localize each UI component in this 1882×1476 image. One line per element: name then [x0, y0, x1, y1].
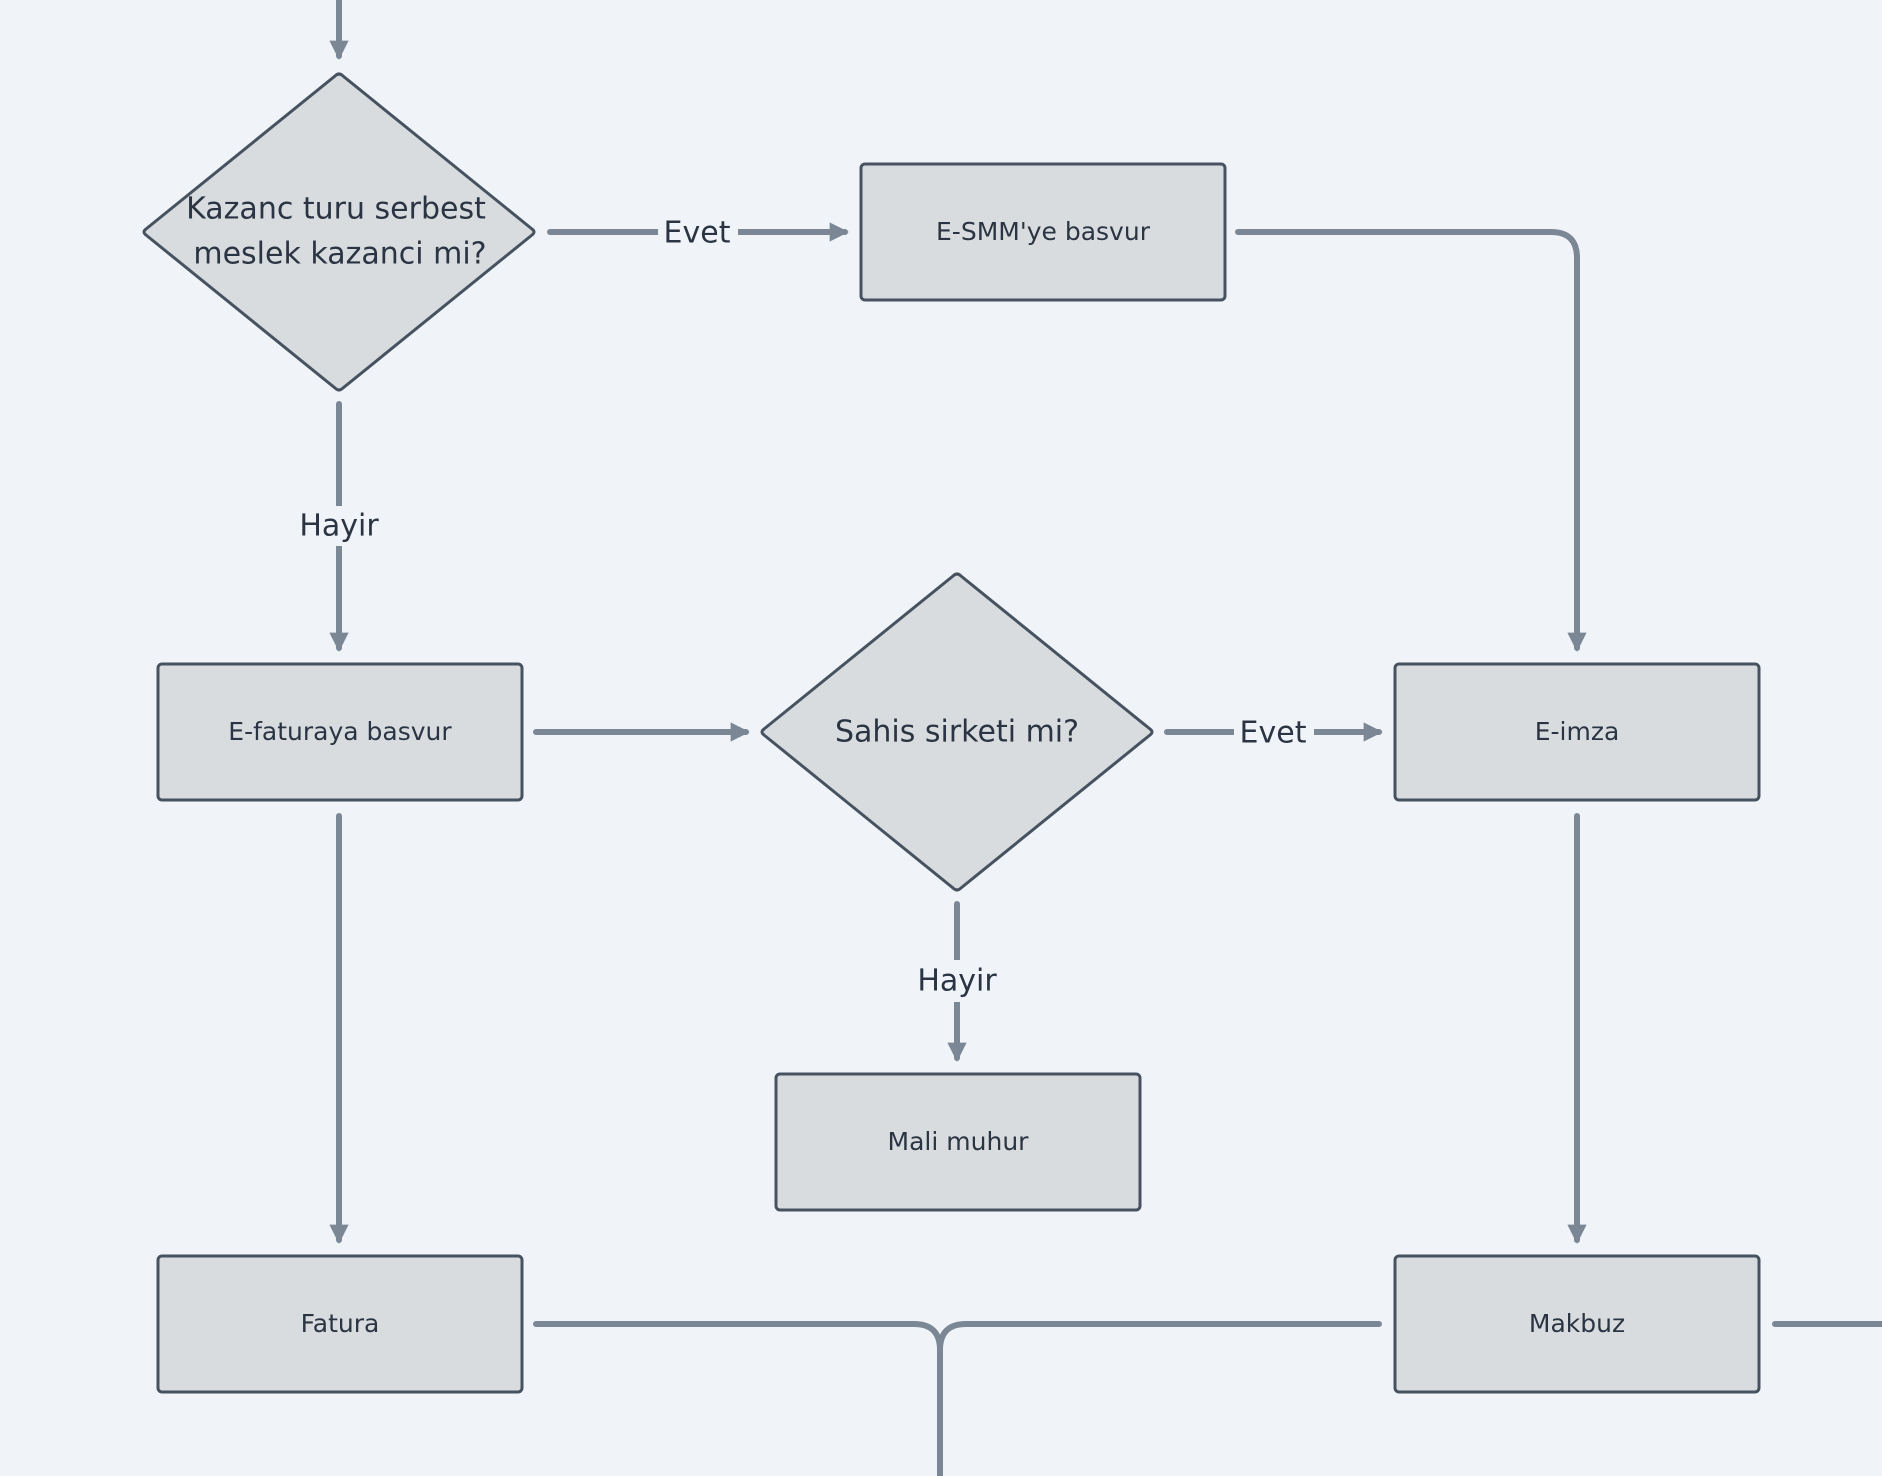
decision-kazanc-line-1: Kazanc turu serbest [186, 192, 486, 227]
decision-sahis-sirketi[interactable]: Sahis sirketi mi? [760, 572, 1154, 892]
edge-makbuz-to-merge [937, 1321, 1382, 1353]
process-box [156, 1254, 524, 1394]
decision-diamond [142, 72, 536, 392]
edge-esmm-to-eimza [1235, 229, 1587, 652]
edge-label-kazanc-evet: Evet [664, 216, 731, 251]
decision-diamond [760, 572, 1154, 892]
edge-fatura-to-merge [533, 1321, 943, 1476]
edge-label-sahis-hayir: Hayir [917, 964, 997, 999]
box-efatura[interactable]: E-faturaya basvur [156, 662, 524, 802]
edge-label-kazanc-hayir: Hayir [299, 509, 379, 544]
edge-label-bg [294, 506, 384, 546]
box-esmm-label: E-SMM'ye basvur [936, 217, 1151, 246]
process-box [156, 662, 524, 802]
edge-label-bg [1234, 712, 1314, 752]
process-box [774, 1072, 1142, 1212]
box-efatura-label: E-faturaya basvur [228, 717, 452, 746]
process-box [859, 162, 1227, 302]
box-fatura-label: Fatura [301, 1309, 380, 1338]
box-mali-muhur-label: Mali muhur [888, 1127, 1030, 1156]
edge-label-bg [912, 960, 1002, 1002]
edge-label-sahis-evet: Evet [1240, 716, 1307, 751]
process-box [1393, 662, 1761, 802]
process-box [1393, 1254, 1761, 1394]
box-mali-muhur[interactable]: Mali muhur [774, 1072, 1142, 1212]
box-makbuz[interactable]: Makbuz [1393, 1254, 1761, 1394]
box-makbuz-label: Makbuz [1529, 1309, 1625, 1338]
edge-label-bg [658, 212, 738, 252]
box-eimza[interactable]: E-imza [1393, 662, 1761, 802]
box-eimza-label: E-imza [1535, 717, 1620, 746]
decision-sahis-line-1: Sahis sirketi mi? [835, 715, 1079, 750]
decision-kazanc-turu[interactable]: Kazanc turu serbest meslek kazanci mi? [142, 72, 536, 392]
box-esmm[interactable]: E-SMM'ye basvur [859, 162, 1227, 302]
decision-kazanc-line-2: meslek kazanci mi? [193, 237, 486, 272]
box-fatura[interactable]: Fatura [156, 1254, 524, 1394]
